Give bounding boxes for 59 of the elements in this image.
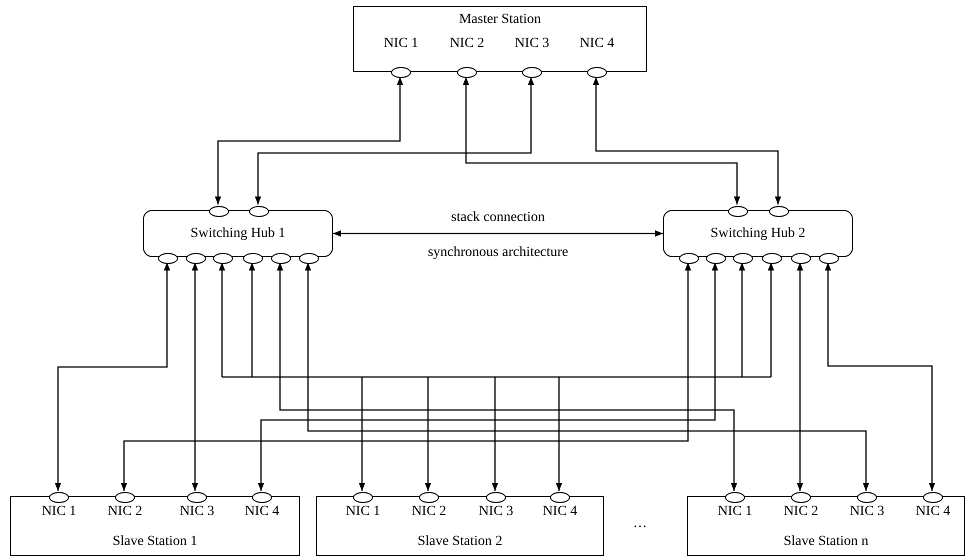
- nic-port: NIC 4: [570, 36, 624, 78]
- nic-port: NIC 1: [32, 492, 86, 520]
- connector-arrow: [254, 77, 534, 204]
- connector-arrow: [192, 262, 198, 491]
- nic-port: NIC 2: [440, 36, 494, 78]
- port-oval: [762, 252, 782, 264]
- nic-port: NIC 3: [170, 492, 224, 520]
- connector-arrow: [556, 377, 562, 491]
- connector-arrow: [492, 377, 498, 491]
- nic-port: NIC 2: [98, 492, 152, 520]
- port-oval: [769, 206, 789, 216]
- nic-port: NIC 3: [469, 492, 523, 520]
- station-title: Slave Station n: [782, 534, 870, 550]
- nic-port: NIC 3: [840, 492, 894, 520]
- nic-port: NIC 1: [336, 492, 390, 520]
- nic-port: NIC 2: [774, 492, 828, 520]
- station-title: Switching Hub 2: [710, 226, 806, 242]
- connector-arrow: [462, 77, 740, 204]
- port-oval: [209, 206, 229, 216]
- port-oval: [679, 252, 699, 264]
- nic-port: NIC 1: [374, 36, 428, 78]
- port-oval: [249, 206, 269, 216]
- connector-arrow: [738, 262, 746, 377]
- nic-port: NIC 4: [906, 492, 960, 520]
- connector-arrow: [358, 377, 366, 491]
- connector-arrow: [824, 262, 936, 491]
- port-oval: [186, 252, 206, 264]
- connector-arrow: [120, 262, 692, 491]
- port-oval: [158, 252, 178, 264]
- connector-arrow: [333, 230, 663, 237]
- station-title: Master Station: [458, 12, 542, 28]
- port-oval: [243, 252, 263, 264]
- connector-arrow: [304, 262, 870, 491]
- connector-arrow: [768, 262, 774, 377]
- port-oval: [271, 252, 291, 264]
- port-oval: [819, 252, 839, 264]
- connector-arrow: [54, 262, 170, 491]
- station-title: Switching Hub 1: [190, 226, 286, 242]
- ellipsis-text: …: [633, 516, 647, 532]
- connector-arrow: [218, 262, 226, 377]
- port-oval: [299, 252, 319, 264]
- nic-port: NIC 1: [708, 492, 762, 520]
- station-title: Slave Station 1: [112, 534, 198, 550]
- nic-port: NIC 4: [235, 492, 289, 520]
- connector-arrow: [424, 377, 432, 491]
- station-title: Slave Station 2: [416, 534, 504, 550]
- port-oval: [213, 252, 233, 264]
- connector-arrow: [214, 77, 404, 204]
- connector-arrow: [248, 262, 256, 377]
- connector-arrow: [796, 262, 804, 491]
- port-oval: [706, 252, 726, 264]
- connector-arrow: [592, 77, 782, 204]
- nic-port: NIC 3: [505, 36, 559, 78]
- port-oval: [791, 252, 811, 264]
- port-oval: [728, 206, 748, 216]
- port-oval: [733, 252, 753, 264]
- text-label: synchronous architecture: [428, 245, 568, 261]
- nic-port: NIC 4: [533, 492, 587, 520]
- nic-port: NIC 2: [402, 492, 456, 520]
